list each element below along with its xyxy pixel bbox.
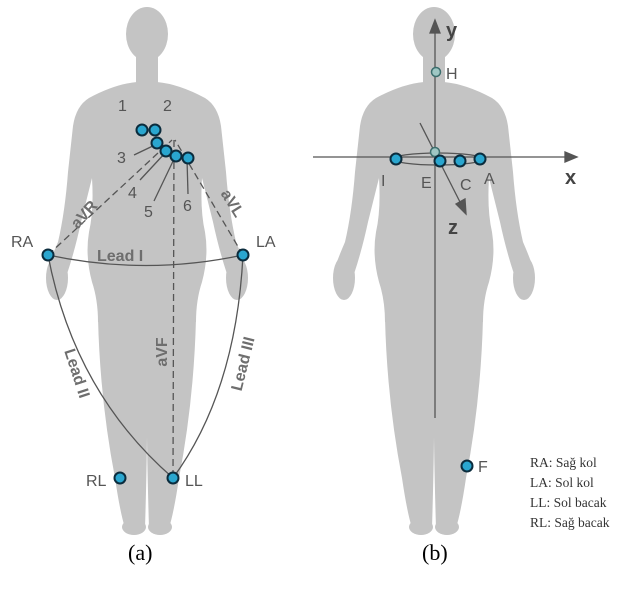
electrode-ra (43, 250, 54, 261)
legend-ra: RA: Sağ kol (530, 455, 597, 470)
point-f (462, 461, 473, 472)
axis-label-z: z (448, 217, 458, 239)
point-e (435, 156, 446, 167)
lead-ii-label: Lead II (60, 347, 92, 400)
electrode-5 (171, 151, 182, 162)
label-ra: RA (11, 234, 34, 251)
point-a (475, 154, 486, 165)
point-i (391, 154, 402, 165)
electrode-rl (115, 473, 126, 484)
chest-label-5: 5 (144, 204, 153, 221)
label-i: I (381, 173, 385, 190)
electrode-la (238, 250, 249, 261)
body-silhouette-b (333, 7, 535, 535)
electrode-3 (152, 138, 163, 149)
body-silhouette-a (46, 7, 248, 535)
electrode-6 (183, 153, 194, 164)
electrode-2 (150, 125, 161, 136)
legend-la: LA: Sol kol (530, 475, 594, 490)
chest-label-3: 3 (117, 150, 126, 167)
point-h (432, 68, 441, 77)
label-ll: LL (185, 473, 203, 490)
x-axis-arrow (565, 152, 577, 162)
lead-i-label: Lead I (97, 248, 143, 265)
caption-b: (b) (422, 540, 448, 565)
caption-a: (a) (128, 540, 152, 565)
label-la: LA (256, 234, 276, 251)
label-c: C (460, 177, 472, 194)
axis-label-x: x (565, 167, 576, 189)
label-f: F (478, 459, 488, 476)
chest-label-4: 4 (128, 185, 137, 202)
point-c (455, 156, 466, 167)
chest-label-6: 6 (183, 198, 192, 215)
label-a: A (484, 171, 495, 188)
label-e: E (421, 175, 432, 192)
label-h: H (446, 66, 458, 83)
panel-a: 1 2 3 4 5 6 RA LA RL LL Lead I aVR aVL a… (11, 7, 276, 565)
chest-label-1: 1 (118, 98, 127, 115)
axis-label-y: y (446, 20, 458, 42)
electrode-1 (137, 125, 148, 136)
chest-label-2: 2 (163, 98, 172, 115)
electrode-ll (168, 473, 179, 484)
avf-label: aVF (154, 337, 171, 367)
legend-ll: LL: Sol bacak (530, 495, 607, 510)
lead-iii-label: Lead III (229, 335, 259, 393)
legend: RA: Sağ kol LA: Sol kol LL: Sol bacak RL… (530, 455, 610, 530)
legend-rl: RL: Sağ bacak (530, 515, 610, 530)
label-rl: RL (86, 473, 107, 490)
